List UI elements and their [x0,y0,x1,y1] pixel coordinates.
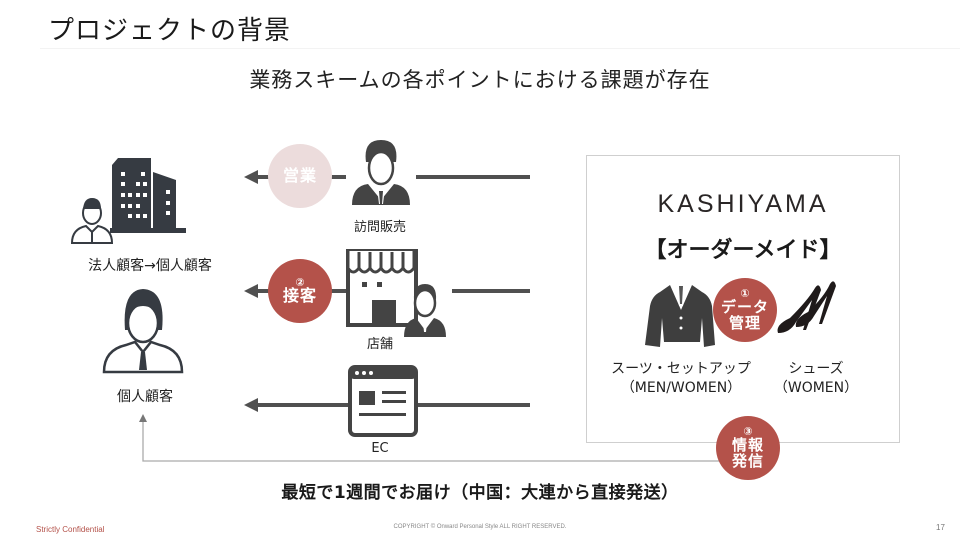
individual-person-icon [102,289,184,374]
product-shoes-name: シューズ [788,361,844,377]
issue-badge-service-text: 接客 [282,286,317,306]
copyright-text: COPYRIGHT © Onward Personal Style ALL RI… [393,524,567,530]
product-label-shoes: シューズ （WOMEN） [766,360,866,398]
issue-badge-service: ② 接客 [268,259,332,323]
page-title: プロジェクトの背景 [48,16,292,46]
browser-window-icon [348,365,418,437]
page-subtitle: 業務スキームの各ポイントにおける課題が存在 [249,68,711,92]
arrow-ec [244,398,530,412]
brand-logo: KASHIYAMA [657,190,829,218]
office-building-icon [110,158,186,233]
product-label-suits: スーツ・セットアップ （MEN/WOMEN） [596,360,766,398]
title-divider [40,48,960,49]
issue-badge-data-number: ① [740,287,750,301]
issue-badge-sales: 営業 [268,144,332,208]
page-number: 17 [936,523,945,532]
issue-badge-info-line2: 発信 [731,451,764,470]
product-suits-name: スーツ・セットアップ [611,361,751,377]
channel-label-ec: EC [371,441,389,456]
brand-category: 【オーダーメイド】 [644,238,842,263]
product-suits-target: （MEN/WOMEN） [620,379,742,396]
channel-label-visit: 訪問販売 [353,220,406,235]
corporate-customer-label: 法人顧客→個人顧客 [88,258,212,274]
issue-badge-data-line2: 管理 [728,313,761,332]
issue-badge-info-line1: 情報 [731,436,764,455]
issue-badge-info-distribution: ③ 情報 発信 [716,416,780,480]
salesperson-icon [352,140,410,205]
issue-badge-data-management: ① データ 管理 [713,278,777,342]
product-shoes-target: （WOMEN） [773,379,859,396]
issue-badge-service-number: ② [295,275,305,289]
channel-label-store: 店舗 [366,337,393,352]
individual-customer-label: 個人顧客 [117,389,173,405]
arrow-visit [244,170,530,184]
suit-icon [645,284,715,347]
store-icon [346,249,418,327]
corporate-person-icon [70,198,114,244]
return-flow-arrow [139,414,720,462]
issue-badge-info-number: ③ [743,425,753,439]
issue-badge-sales-text: 営業 [282,165,317,185]
arrow-store [244,284,530,298]
high-heels-icon [777,281,836,333]
confidential-label: Strictly Confidential [36,525,105,534]
store-clerk-icon [404,284,446,337]
delivery-note: 最短で1週間でお届け（中国：大連から直接発送） [281,483,679,503]
issue-badge-data-line1: データ [720,298,769,317]
